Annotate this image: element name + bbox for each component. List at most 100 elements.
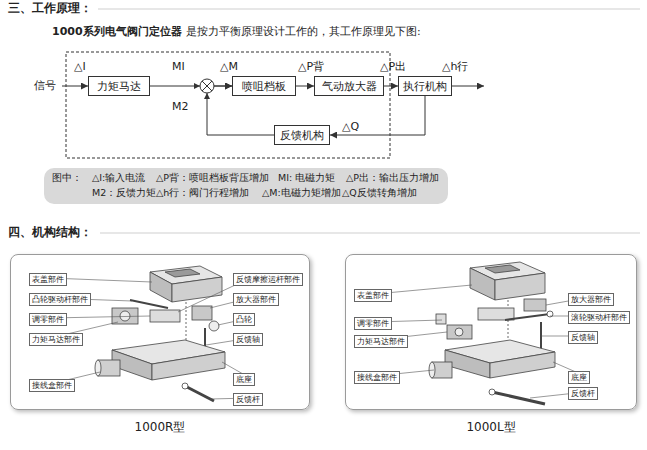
- callout-text: 力矩马达部件: [32, 335, 80, 344]
- callout-text: 反馈摩擦运杆部件: [236, 275, 300, 284]
- edge-label: △P背: [298, 60, 324, 73]
- callout-label: 放大器部件: [568, 293, 614, 306]
- cover-front: [470, 268, 495, 300]
- junction-cross: [202, 81, 212, 91]
- zero-bracket: [150, 310, 180, 322]
- process-box: 喷咀档板: [232, 76, 296, 96]
- feedback-rod: [492, 392, 545, 404]
- callout-label: 表盖部件: [29, 273, 67, 286]
- torque-motor: [112, 308, 138, 324]
- arrow-head: [194, 83, 200, 89]
- callout-text: 力矩马达部件: [357, 337, 405, 346]
- callout-text: 底座: [571, 373, 587, 382]
- text-label: △h行: [442, 60, 468, 73]
- rod-end: [489, 389, 495, 395]
- figure-panel: 1000R型表盖部件凸轮驱动杆部件调零部件力矩马达部件接线盒部件反馈摩擦运杆部件…: [10, 254, 310, 410]
- callout-text: 调零部件: [357, 319, 389, 328]
- text-label: 四、机构结构：: [8, 226, 92, 239]
- cover-front: [150, 272, 172, 302]
- callout-label: 滚轮驱动杆部件: [568, 311, 630, 324]
- legend-note: △Q反馈转角增加: [342, 187, 417, 199]
- callout-label: 底座: [568, 371, 590, 384]
- box-text: 力矩马达: [97, 79, 141, 94]
- callout-text: 反馈轴: [236, 335, 260, 344]
- text-label: △I: [74, 60, 86, 73]
- process-box: 气动放大器: [314, 76, 384, 96]
- cam: [209, 321, 219, 331]
- process-box: 反馈机构: [274, 125, 330, 145]
- legend-note: M2：反馈力矩: [92, 187, 156, 199]
- roller-lever: [505, 314, 550, 320]
- callout-label: 反馈轴: [568, 331, 598, 344]
- legend-note: △P出：输出压力增加: [346, 172, 439, 184]
- text-label: 1000系列电气阀门定位器: [52, 25, 182, 38]
- base-side: [152, 352, 225, 380]
- edge-label: △Q: [342, 120, 359, 133]
- callout-text: 接线盒部件: [357, 373, 397, 382]
- torque-motor: [447, 325, 472, 339]
- signal-connector: [150, 86, 232, 87]
- callout-label: 力矩马达部件: [354, 335, 408, 348]
- heading-rule: [100, 233, 640, 234]
- edge-label: M2: [172, 100, 189, 113]
- callout-text: 反馈杆: [571, 389, 595, 398]
- callout-text: 反馈轴: [571, 333, 595, 342]
- legend-band: 图中： △I:输入电流 △P背：喷咀档板背压增加 MI: 电磁力矩 △P出：输出压力增加…: [44, 168, 448, 204]
- callout-text: 凸轮: [236, 315, 252, 324]
- callout-label: 放大器部件: [233, 293, 279, 306]
- callout-text: 接线盒部件: [32, 381, 72, 390]
- illustration-1000r: [95, 266, 225, 401]
- signal-connector: [207, 86, 274, 135]
- edge-label: MI: [172, 60, 185, 73]
- signal-connector: [330, 96, 425, 135]
- callout-text: 调零部件: [32, 315, 64, 324]
- bracket: [478, 308, 514, 320]
- junction-cross: [202, 81, 212, 91]
- callout-label: 接线盒部件: [29, 379, 75, 392]
- cover-window: [485, 265, 520, 273]
- callout-label: 底座: [233, 373, 255, 386]
- amplifier: [524, 299, 546, 311]
- box-text: 喷咀档板: [242, 79, 286, 94]
- callout-label: 凸轮: [233, 313, 255, 326]
- output-arrow: [452, 86, 484, 87]
- junction-cap: [95, 360, 101, 376]
- drive-lever: [130, 300, 168, 308]
- legend-note: 图中：: [52, 172, 82, 184]
- callout-label: 反馈杆: [568, 387, 598, 400]
- callout-text: 放大器部件: [571, 295, 611, 304]
- text-label: 是按力平衡原理设计工作的，其工作原理见下图:: [186, 25, 421, 38]
- text-label: 信号: [34, 79, 56, 92]
- cover-side: [495, 273, 545, 300]
- summing-junction: [200, 79, 214, 93]
- callout-label: 表盖部件: [354, 289, 392, 302]
- legend-note: △I:输入电流: [92, 172, 145, 184]
- callout-text: 放大器部件: [236, 295, 276, 304]
- motor-coil: [120, 311, 130, 321]
- dashed-boundary: [66, 52, 390, 158]
- edge-label: △P出: [380, 60, 406, 73]
- input-arrow: [62, 86, 88, 87]
- figure-panel: 1000L型表盖部件调零部件力矩马达部件接线盒部件放大器部件滚轮驱动杆部件反馈轴…: [345, 254, 637, 410]
- heading-rule: [98, 9, 640, 10]
- feedback-rod: [185, 386, 214, 401]
- box-text: 执行机构: [403, 79, 447, 94]
- callout-text: 反馈杆: [236, 395, 260, 404]
- signal-connector: [384, 86, 398, 87]
- section-heading: 三、工作原理：: [8, 2, 92, 15]
- box-text: 反馈机构: [280, 128, 324, 143]
- process-box: 力矩马达: [88, 76, 150, 96]
- cover-window: [165, 269, 200, 277]
- callout-text: 底座: [236, 375, 252, 384]
- callout-label: 调零部件: [29, 313, 67, 326]
- legend-note: △M:电磁力矩增加: [262, 187, 341, 199]
- callout-label: 接线盒部件: [354, 371, 400, 384]
- box-text: 气动放大器: [322, 79, 377, 94]
- legend-note: MI: 电磁力矩: [278, 172, 335, 184]
- legend-note: △P背：喷咀档板背压增加: [156, 172, 269, 184]
- callout-label: 反馈轴: [233, 333, 263, 346]
- callout-label: 调零部件: [354, 317, 392, 330]
- zero-adjuster: [436, 314, 446, 324]
- callout-text: 表盖部件: [32, 275, 64, 284]
- callout-text: 凸轮驱动杆部件: [32, 295, 88, 304]
